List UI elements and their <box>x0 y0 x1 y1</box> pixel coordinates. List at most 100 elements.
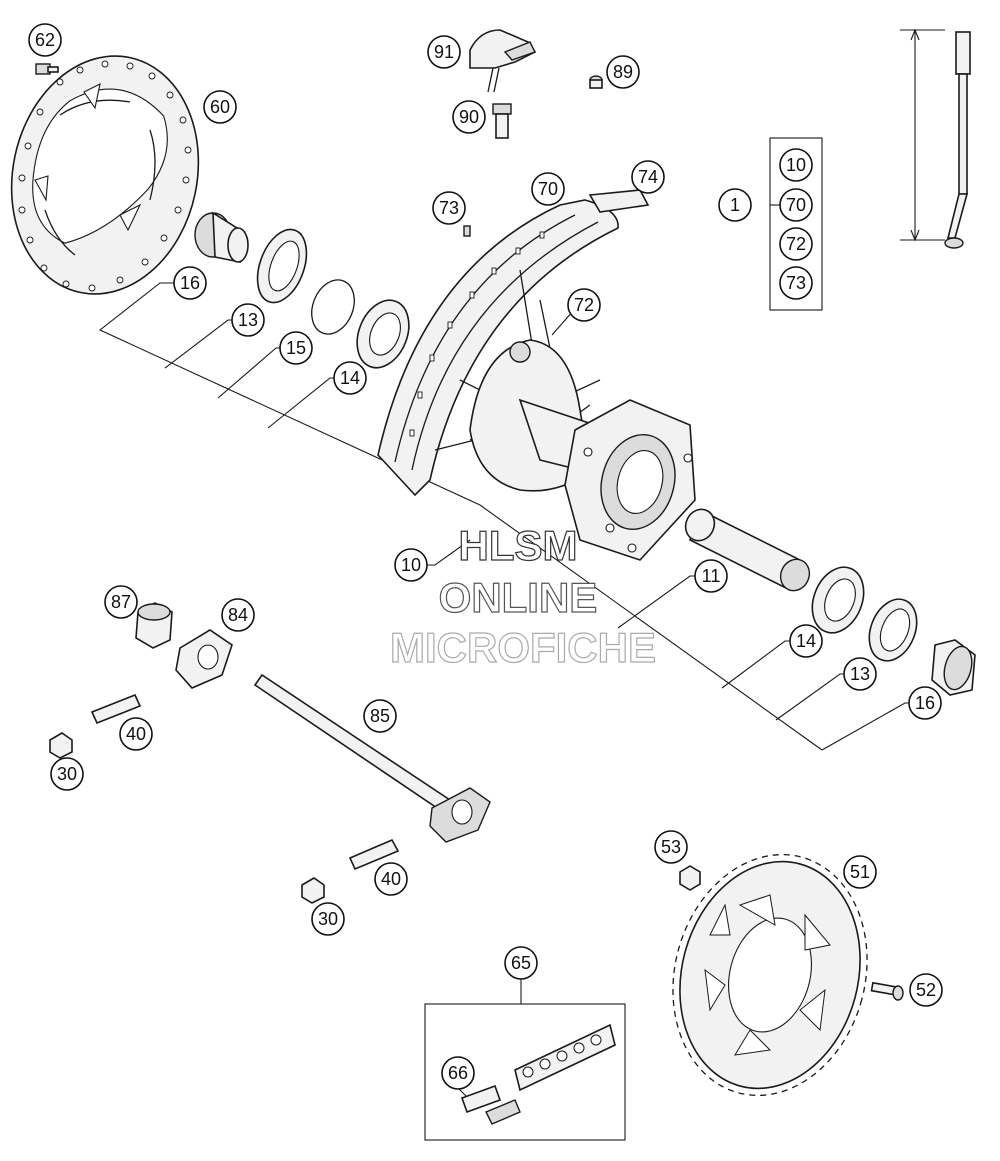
callout-number: 87 <box>111 592 131 612</box>
callout-circle <box>718 188 752 222</box>
callout-circle <box>50 757 84 791</box>
callout-circle <box>173 266 207 300</box>
right-bearing <box>811 566 865 634</box>
callout-number: 10 <box>786 155 806 175</box>
callout-16: 16 <box>908 686 942 720</box>
callout-circle <box>279 331 313 365</box>
callout-circle <box>908 686 942 720</box>
callout-circle <box>432 191 466 225</box>
distance-sleeve <box>684 508 811 592</box>
chain <box>514 1023 616 1092</box>
callout-30: 30 <box>50 757 84 791</box>
callout-number: 30 <box>57 764 77 784</box>
callout-circle <box>843 657 877 691</box>
axle <box>253 673 491 843</box>
callout-73: 73 <box>779 266 813 300</box>
callout-13: 13 <box>843 657 877 691</box>
callout-circle <box>452 100 486 134</box>
callout-number: 15 <box>286 338 306 358</box>
callout-66: 66 <box>441 1056 475 1090</box>
callout-52: 52 <box>909 973 943 1007</box>
axle-nut <box>135 602 173 649</box>
watermark-line2: ONLINE <box>439 574 598 621</box>
left-spacer <box>194 211 249 263</box>
adjuster-screw-right <box>348 838 400 871</box>
lock-nut-right <box>301 877 325 904</box>
valve-cap <box>589 75 603 89</box>
right-oil-seal <box>868 598 918 662</box>
callout-90: 90 <box>452 100 486 134</box>
callout-number: 72 <box>574 295 594 315</box>
callout-40: 40 <box>119 717 153 751</box>
sprocket-bolt <box>870 981 904 1001</box>
callout-85: 85 <box>363 699 397 733</box>
callout-number: 66 <box>448 1063 468 1083</box>
callout-73: 73 <box>432 191 466 225</box>
callout-circle <box>606 55 640 89</box>
callout-number: 10 <box>401 555 421 575</box>
callout-70: 70 <box>779 188 813 222</box>
callout-number: 74 <box>638 167 658 187</box>
callout-10: 10 <box>394 548 428 582</box>
callout-circle <box>363 699 397 733</box>
callout-circle <box>119 717 153 751</box>
callout-51: 51 <box>843 855 877 889</box>
callout-10: 10 <box>779 148 813 182</box>
left-bearing <box>356 299 410 369</box>
callout-number: 65 <box>511 953 531 973</box>
callout-53: 53 <box>654 830 688 864</box>
watermark-line1: HLSM <box>459 522 578 569</box>
callout-70: 70 <box>531 172 565 206</box>
callout-circle <box>843 855 877 889</box>
callout-62: 62 <box>28 23 62 57</box>
callout-87: 87 <box>104 585 138 619</box>
chain-adjuster-left <box>175 629 233 689</box>
callout-number: 91 <box>434 42 454 62</box>
callout-number: 52 <box>916 980 936 1000</box>
callout-60: 60 <box>203 90 237 124</box>
circlip <box>311 279 355 335</box>
callout-number: 40 <box>126 724 146 744</box>
rear-sprocket <box>672 853 868 1097</box>
callout-circle <box>779 188 813 222</box>
callout-number: 51 <box>850 862 870 882</box>
disc-bolt <box>35 63 59 75</box>
adjuster-screw-left <box>90 693 142 725</box>
callout-circle <box>374 862 408 896</box>
callout-circle <box>531 172 565 206</box>
callout-84: 84 <box>221 598 255 632</box>
callout-circle <box>504 946 538 980</box>
callout-number: 14 <box>340 368 360 388</box>
callout-circle <box>567 288 601 322</box>
callout-30: 30 <box>311 902 345 936</box>
callout-number: 16 <box>180 273 200 293</box>
sprocket-nut <box>679 865 701 891</box>
callout-number: 89 <box>613 62 633 82</box>
callout-13: 13 <box>231 303 265 337</box>
callout-circle <box>221 598 255 632</box>
callout-16: 16 <box>173 266 207 300</box>
left-oil-seal <box>256 228 308 304</box>
callout-74: 74 <box>631 160 665 194</box>
lock-nut-left <box>49 732 73 759</box>
callout-number: 84 <box>228 605 248 625</box>
callout-11: 11 <box>694 559 728 593</box>
callout-number: 70 <box>538 179 558 199</box>
callout-72: 72 <box>779 227 813 261</box>
valve <box>492 103 512 139</box>
callout-number: 70 <box>786 195 806 215</box>
callout-number: 73 <box>786 273 806 293</box>
spoke-nipple <box>463 225 471 237</box>
callout-40: 40 <box>374 862 408 896</box>
callout-number: 85 <box>370 706 390 726</box>
callout-circle <box>631 160 665 194</box>
watermark-line3: MICROFICHE <box>390 624 656 671</box>
master-link <box>460 1084 521 1125</box>
spoke-dimension <box>900 28 945 242</box>
callout-number: 30 <box>318 909 338 929</box>
callout-labels: 6260918990737074721107072731613151410111… <box>28 23 943 1090</box>
callout-circle <box>28 23 62 57</box>
callout-circle <box>789 624 823 658</box>
callout-65: 65 <box>504 946 538 980</box>
